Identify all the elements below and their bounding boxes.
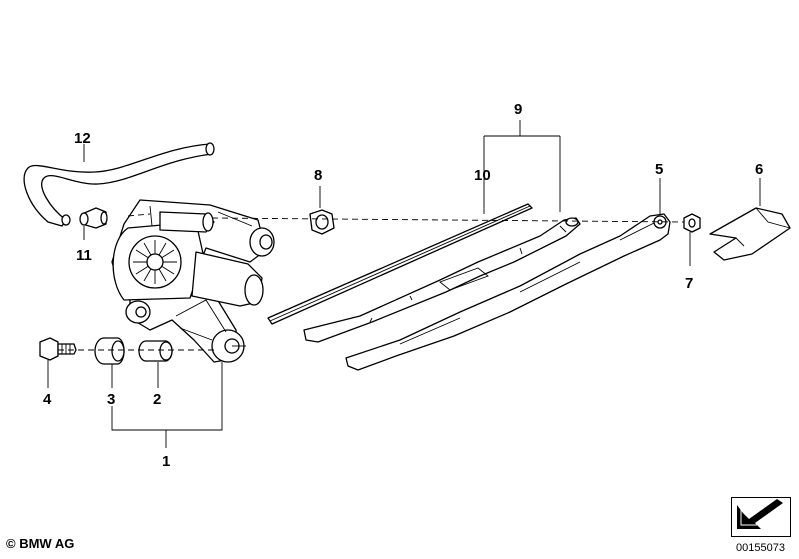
grommet-3 bbox=[94, 337, 125, 365]
copyright-symbol: © bbox=[6, 536, 16, 551]
callout-1: 1 bbox=[162, 453, 170, 470]
callout-6: 6 bbox=[755, 161, 763, 178]
nut-8 bbox=[309, 209, 335, 235]
callout-9: 9 bbox=[514, 101, 522, 118]
callout-12: 12 bbox=[74, 130, 91, 147]
wiper-motor-1 bbox=[111, 199, 275, 363]
diagram-number: 00155073 bbox=[736, 542, 785, 554]
callout-11: 11 bbox=[76, 247, 92, 264]
brand-label: BMW AG bbox=[19, 536, 75, 551]
leader-lines bbox=[47, 120, 761, 448]
hose-12 bbox=[23, 142, 215, 227]
nut-7 bbox=[683, 213, 701, 233]
callout-2: 2 bbox=[153, 391, 161, 408]
center-axis-line bbox=[211, 217, 685, 223]
wiper-arm-5 bbox=[345, 213, 671, 371]
bushing-2 bbox=[138, 340, 173, 362]
callout-5: 5 bbox=[655, 161, 663, 178]
connector-11 bbox=[79, 207, 108, 229]
wiper-blade-9 bbox=[303, 217, 581, 343]
cap-6 bbox=[709, 207, 791, 261]
arrow-icon bbox=[731, 497, 791, 537]
callout-8: 8 bbox=[314, 167, 322, 184]
callout-3: 3 bbox=[107, 391, 115, 408]
callout-4: 4 bbox=[43, 391, 52, 408]
bolt-4 bbox=[39, 337, 77, 361]
callout-7: 7 bbox=[685, 275, 693, 292]
callout-10: 10 bbox=[474, 167, 491, 184]
copyright-notice: © BMW AG bbox=[6, 536, 74, 551]
blade-insert-10 bbox=[267, 203, 533, 325]
hose-axis-line bbox=[127, 213, 151, 217]
